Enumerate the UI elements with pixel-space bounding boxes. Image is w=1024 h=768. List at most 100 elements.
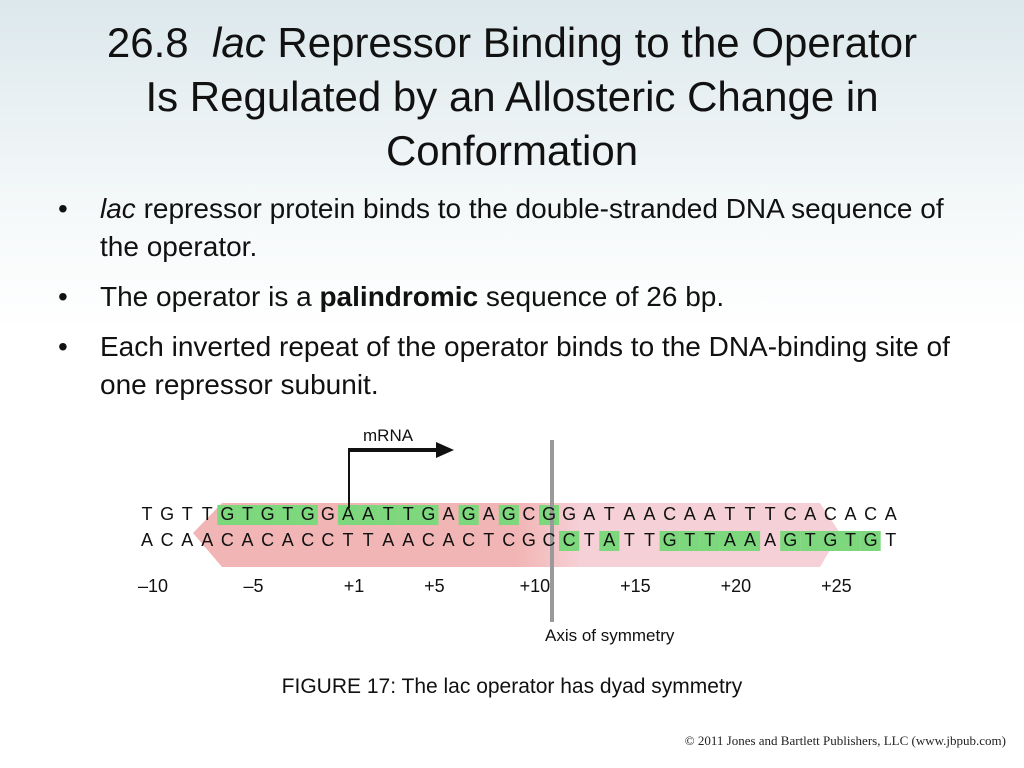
bottom-strand-highlight-box [740,531,761,551]
bottom-strand-base: G [783,530,797,550]
bottom-strand-highlight-box [599,531,620,551]
bottom-strand-base: T [584,530,595,550]
bottom-strand-base: T [805,530,816,550]
position-label: +15 [620,576,651,596]
top-strand-highlight-box [277,505,298,525]
bottom-strand-base: A [724,530,736,550]
top-strand-base: A [643,504,655,524]
top-strand-base: A [684,504,696,524]
bullet-item-3: • Each inverted repeat of the operator b… [58,328,958,404]
bottom-strand-highlight-box [659,531,680,551]
bottom-strand-base: A [603,530,615,550]
bottom-strand-base: C [563,530,576,550]
top-strand-highlight-box [539,505,560,525]
top-strand-base: T [604,504,615,524]
top-strand-base: G [502,504,516,524]
bottom-strand-base: A [241,530,253,550]
position-label: +25 [821,576,852,596]
top-strand-base: C [784,504,797,524]
top-strand-base: A [804,504,816,524]
bottom-strand-base: T [624,530,635,550]
top-strand-base: T [745,504,756,524]
bullet-1-italic: lac [100,193,136,224]
top-strand-base: A [483,504,495,524]
top-strand-base: G [542,504,556,524]
bottom-strand-base: A [402,530,414,550]
position-label: +5 [424,576,445,596]
bottom-strand-base: A [382,530,394,550]
top-strand-highlight-box [358,505,379,525]
copyright-notice: © 2011 Jones and Bartlett Publishers, LL… [684,733,1006,748]
bottom-strand-base: T [363,530,374,550]
bullet-marker: • [58,331,68,362]
top-strand-base: G [421,504,435,524]
top-strand-base: T [242,504,253,524]
top-strand-base: T [403,504,414,524]
top-strand-base: G [462,504,476,524]
bullet-2-before: The operator is a [100,281,320,312]
top-strand-base: G [160,504,174,524]
bullet-marker: • [58,193,68,224]
top-strand-base: T [765,504,776,524]
top-strand-base: A [362,504,374,524]
top-strand-base: C [864,504,877,524]
top-strand-base: T [383,504,394,524]
position-label: +1 [344,576,365,596]
top-strand-highlight-box [337,505,358,525]
top-strand-base: G [261,504,275,524]
top-strand-highlight-box [257,505,278,525]
top-strand-base: T [202,504,213,524]
bottom-strand-base: T [343,530,354,550]
title-italic-lac: lac [212,19,266,66]
bullet-list: • lac repressor protein binds to the dou… [58,190,958,416]
mrna-arrow-head [436,442,454,458]
mrna-arrow: mRNA [348,426,454,508]
top-strand-base: A [844,504,856,524]
bottom-strand-base: A [744,530,756,550]
top-strand-base: C [824,504,837,524]
position-label: –5 [243,576,263,596]
bottom-strand-highlight-box [699,531,720,551]
position-label: +10 [520,576,551,596]
figure-caption: FIGURE 17: The lac operator has dyad sym… [281,675,743,698]
bottom-strand-highlight-box [860,531,881,551]
bottom-strand-base: T [644,530,655,550]
top-strand-base: T [282,504,293,524]
title-number: 26.8 [106,19,189,66]
bullet-item-1: • lac repressor protein binds to the dou… [58,190,958,266]
bottom-strand-highlight-box [780,531,801,551]
top-strand-base: G [562,504,576,524]
top-strand-highlight-box [217,505,238,525]
bottom-strand-highlight-box [820,531,841,551]
bullet-item-2: • The operator is a palindromic sequence… [58,278,958,316]
bullet-1-text: repressor protein binds to the double-st… [100,193,944,262]
top-strand-base: A [442,504,454,524]
bottom-strand-base: G [663,530,677,550]
bottom-strand-highlight-box [800,531,821,551]
bottom-strand-base: C [261,530,274,550]
bottom-strand-base: A [282,530,294,550]
bottom-strand-base: T [704,530,715,550]
top-strand-base: A [704,504,716,524]
bottom-strand-highlight-box [719,531,740,551]
top-strand-highlight-box [418,505,439,525]
top-strand-base: A [583,504,595,524]
bullet-marker: • [58,281,68,312]
position-label: +20 [721,576,752,596]
bottom-strand-base: C [301,530,314,550]
top-strand-highlight-box [378,505,399,525]
axis-of-symmetry-label: Axis of symmetry [545,626,675,645]
highlight-boxes [217,505,881,551]
top-strand-base: T [142,504,153,524]
top-strand-base: A [342,504,354,524]
bottom-strand-highlight-box [559,531,580,551]
bottom-strand-base: A [201,530,213,550]
position-labels: –10–5+1+5+10+15+20+25 [138,576,852,596]
top-strand-base: T [724,504,735,524]
bottom-strand-base: T [483,530,494,550]
bottom-strand-highlight-box [840,531,861,551]
bullet-2-bold: palindromic [319,281,479,312]
